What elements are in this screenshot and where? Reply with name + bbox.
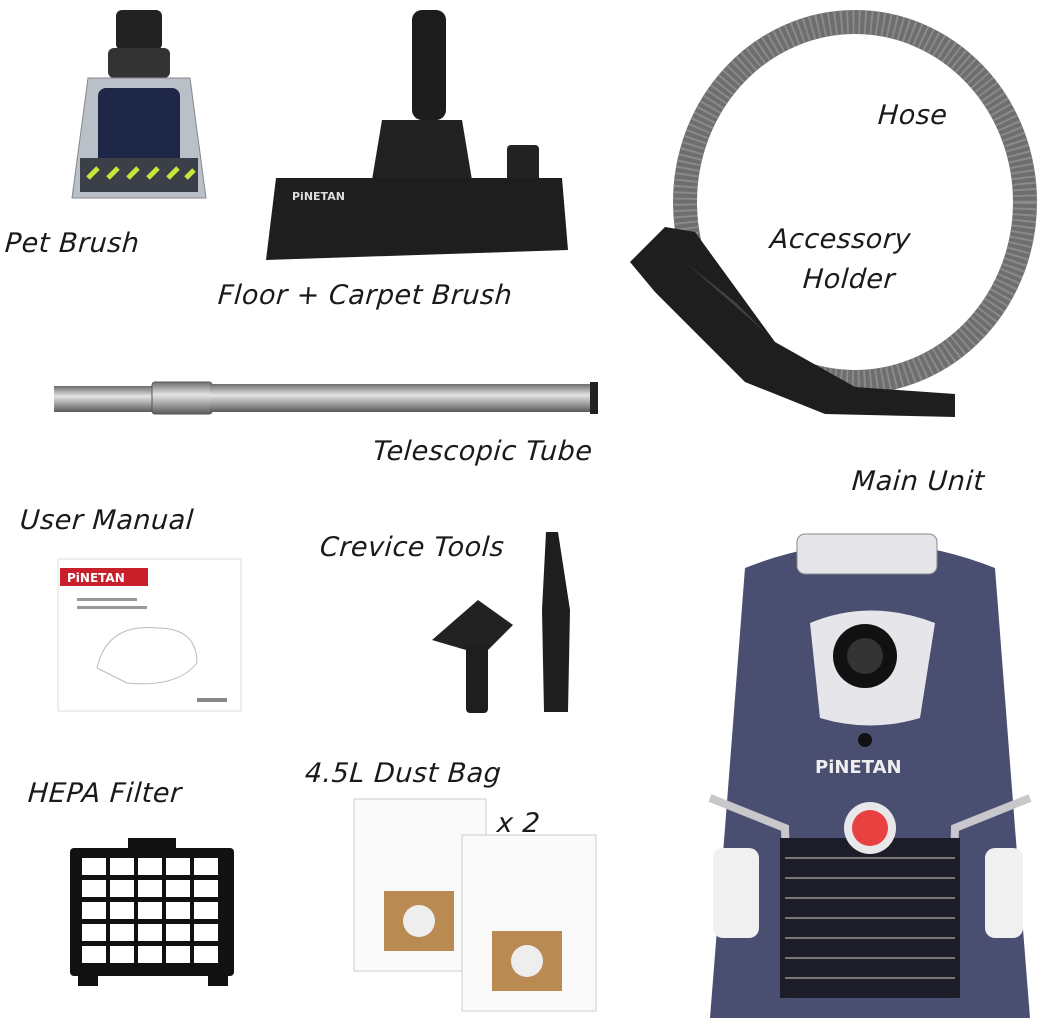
- accessory-holder-label-line2: Holder: [801, 264, 897, 295]
- floor-carpet-brush-image: PiNETAN: [262, 10, 572, 262]
- crevice-tools-image: [428, 530, 588, 716]
- floor-carpet-brush-label: Floor + Carpet Brush: [216, 280, 514, 311]
- hepa-filter-image: [68, 838, 236, 988]
- power-button: [852, 810, 888, 846]
- pet-brush-image: [68, 8, 210, 208]
- pet-brush-label: Pet Brush: [3, 228, 141, 259]
- telescopic-tube-image: [52, 378, 600, 418]
- brand-logo-main-unit: PiNETAN: [815, 757, 902, 778]
- dust-bags-image: [350, 795, 600, 1015]
- main-unit-label: Main Unit: [850, 466, 986, 497]
- brand-logo-manual: PiNETAN: [67, 571, 125, 585]
- hose-label: Hose: [876, 100, 949, 131]
- hose-image: [625, 2, 1040, 422]
- brand-logo-floor-brush: PiNETAN: [292, 190, 345, 203]
- accessory-holder-label-line1: Accessory: [768, 224, 913, 255]
- hepa-filter-label: HEPA Filter: [26, 778, 183, 809]
- user-manual-label: User Manual: [18, 505, 195, 536]
- user-manual-image: PiNETAN: [57, 558, 242, 712]
- telescopic-tube-label: Telescopic Tube: [371, 436, 594, 467]
- main-unit-image: PiNETAN: [705, 528, 1035, 1023]
- dust-bag-label: 4.5L Dust Bag: [303, 758, 503, 789]
